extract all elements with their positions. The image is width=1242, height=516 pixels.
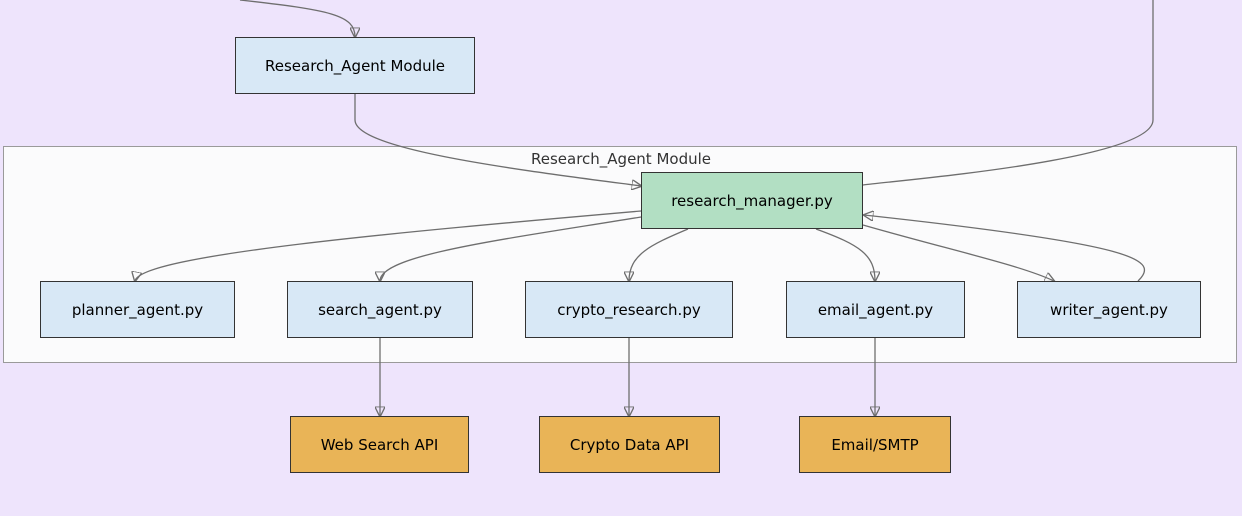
edge-manager-to-planner <box>135 210 642 281</box>
web-search-api-node: Web Search API <box>290 416 469 473</box>
planner-agent-node: planner_agent.py <box>40 281 235 338</box>
edge-manager-to-email <box>815 228 875 281</box>
research-agent-module-node: Research_Agent Module <box>235 37 475 94</box>
crypto-data-api-node: Crypto Data API <box>539 416 720 473</box>
edge-top-module-to-manager <box>354 94 641 186</box>
edge-manager-to-search <box>380 216 642 281</box>
research-manager-node: research_manager.py <box>641 172 863 229</box>
crypto-research-node: crypto_research.py <box>525 281 733 338</box>
edge-offscreen-to-top-module <box>239 0 355 37</box>
search-agent-node: search_agent.py <box>287 281 473 338</box>
writer-agent-node: writer_agent.py <box>1017 281 1201 338</box>
email-smtp-node: Email/SMTP <box>799 416 951 473</box>
edge-offscreen-to-manager <box>862 0 1154 186</box>
edge-manager-to-writer <box>862 224 1054 281</box>
edge-writer-to-manager <box>864 215 1146 282</box>
edge-manager-to-crypto <box>629 228 689 281</box>
cluster-label: Research_Agent Module <box>530 150 711 168</box>
email-agent-node: email_agent.py <box>786 281 965 338</box>
